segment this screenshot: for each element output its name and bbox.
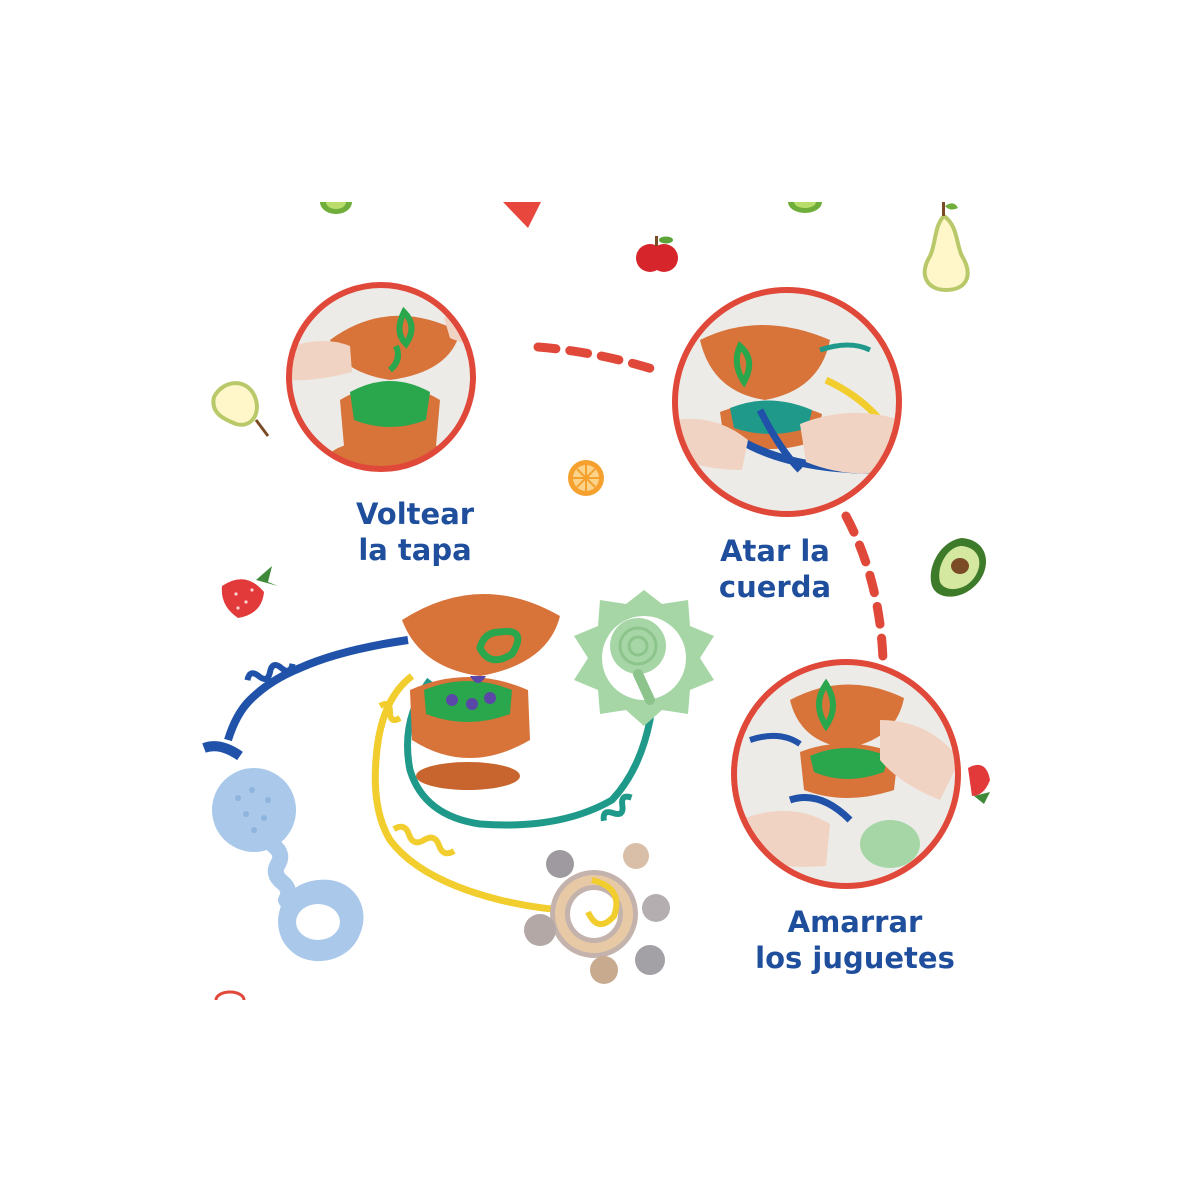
strawberry-icon bbox=[221, 566, 278, 618]
caption-step-attach-toys: Amarrar los juguetes bbox=[740, 904, 970, 976]
step-photo-attach-toys bbox=[731, 659, 961, 889]
caption-line: los juguetes bbox=[755, 941, 955, 975]
watermelon-icon bbox=[503, 202, 541, 228]
mint-teether bbox=[574, 590, 714, 726]
taupe-teether bbox=[524, 843, 670, 984]
caption-line: cuerda bbox=[718, 570, 832, 604]
step-photo-tie-string bbox=[672, 287, 902, 517]
caption-line: Amarrar bbox=[787, 905, 923, 939]
apple-icon bbox=[636, 236, 678, 272]
apple-icon bbox=[214, 990, 246, 1001]
strawberry-icon bbox=[968, 764, 990, 804]
orange-slice-icon bbox=[568, 460, 604, 496]
kiwi-icon bbox=[788, 202, 822, 213]
caption-step-flip-lid: Voltear la tapa bbox=[320, 496, 510, 568]
kiwi-icon bbox=[320, 202, 352, 214]
caption-line: la tapa bbox=[358, 533, 472, 567]
product-toy-set bbox=[202, 590, 714, 984]
caption-line: Voltear bbox=[355, 497, 475, 531]
pear-icon bbox=[211, 381, 270, 437]
avocado-icon bbox=[930, 538, 986, 597]
step-photo-flip-lid bbox=[286, 282, 476, 472]
pear-icon bbox=[922, 202, 970, 293]
dashed-connector bbox=[533, 342, 888, 665]
caption-line: Atar la bbox=[720, 534, 830, 568]
caption-step-tie-string: Atar la cuerda bbox=[680, 533, 870, 605]
